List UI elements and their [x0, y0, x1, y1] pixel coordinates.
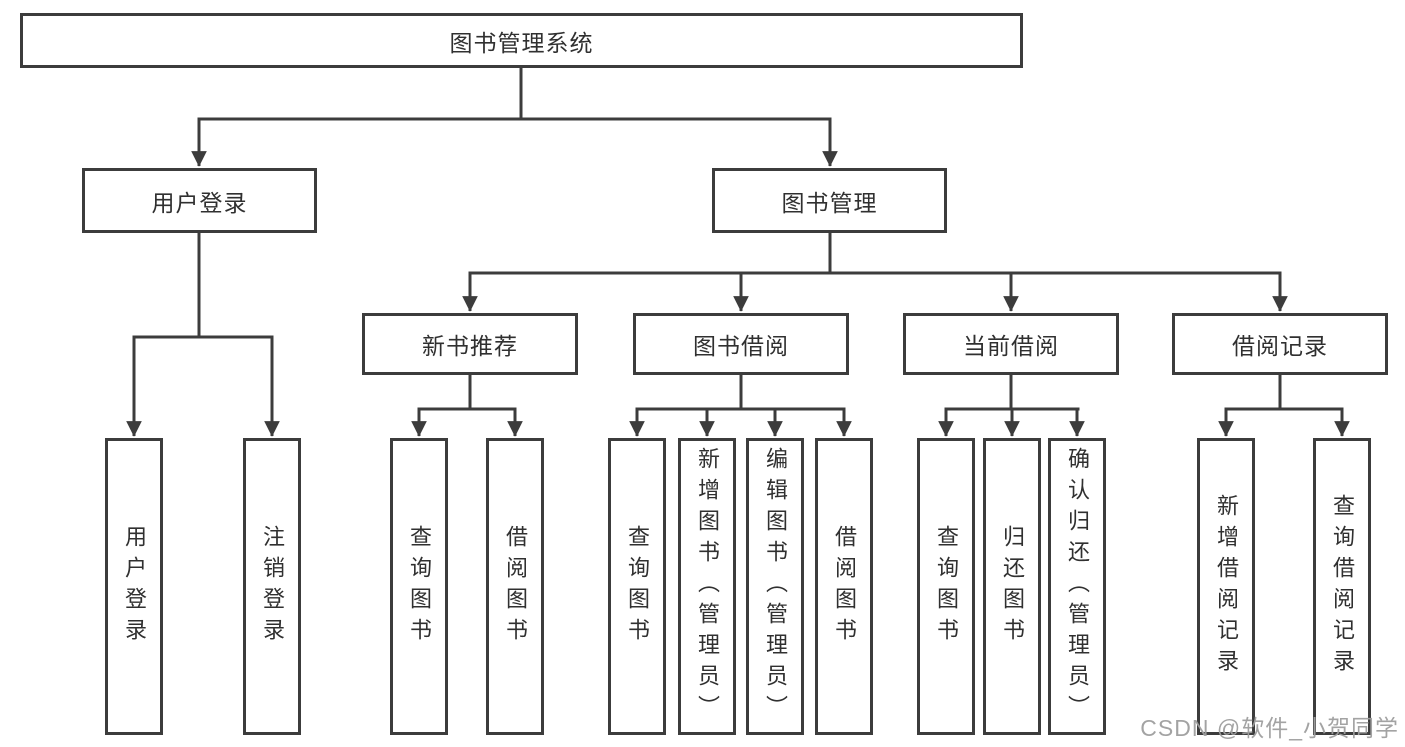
- node-label: 注销登录: [260, 524, 285, 649]
- leaf-add-books-admin: 新增图书（管理员）: [678, 438, 736, 735]
- node-user-login: 用户登录: [82, 168, 317, 233]
- leaf-query-borrow-record: 查询借阅记录: [1313, 438, 1371, 735]
- node-label: 新增借阅记录: [1214, 493, 1239, 680]
- leaf-edit-books-admin: 编辑图书（管理员）: [746, 438, 804, 735]
- node-new-book-recommend: 新书推荐: [362, 313, 578, 375]
- node-label: 图书管理: [781, 189, 878, 216]
- watermark: CSDN @软件_小贺同学: [1140, 715, 1399, 741]
- node-label: 用户登录: [151, 189, 248, 216]
- node-label: 确认归还（管理员）: [1065, 447, 1090, 726]
- node-label: 借阅图书: [832, 524, 857, 649]
- node-book-borrowing: 图书借阅: [633, 313, 849, 375]
- node-borrowing-records: 借阅记录: [1172, 313, 1388, 375]
- leaf-return-books: 归还图书: [983, 438, 1041, 735]
- node-label: 归还图书: [1000, 524, 1025, 649]
- connector-lines: [132, 66, 1344, 411]
- node-label: 编辑图书（管理员）: [763, 447, 788, 726]
- node-label: 查询图书: [407, 524, 432, 649]
- node-label: 图书管理系统: [449, 29, 594, 56]
- leaf-query-books-recommend: 查询图书: [390, 438, 448, 735]
- node-label: 当前借阅: [963, 333, 1059, 359]
- leaf-user-login: 用户登录: [105, 438, 163, 735]
- node-label: 借阅记录: [1232, 333, 1328, 359]
- node-library-system: 图书管理系统: [20, 13, 1023, 68]
- leaf-query-books-current: 查询图书: [917, 438, 975, 735]
- node-label: 用户登录: [122, 524, 147, 649]
- node-label: 新书推荐: [422, 333, 518, 359]
- node-current-borrowing: 当前借阅: [903, 313, 1119, 375]
- leaf-borrow-books-recommend: 借阅图书: [486, 438, 544, 735]
- node-label: 新增图书（管理员）: [695, 447, 720, 726]
- leaf-query-books-borrowing: 查询图书: [608, 438, 666, 735]
- node-label: 借阅图书: [503, 524, 528, 649]
- leaf-logout: 注销登录: [243, 438, 301, 735]
- leaf-add-borrow-record: 新增借阅记录: [1197, 438, 1255, 735]
- node-label: 查询图书: [625, 524, 650, 649]
- node-label: 查询图书: [934, 524, 959, 649]
- leaf-confirm-return-admin: 确认归还（管理员）: [1048, 438, 1106, 735]
- leaf-borrow-books: 借阅图书: [815, 438, 873, 735]
- node-label: 图书借阅: [693, 333, 789, 359]
- node-label: 查询借阅记录: [1330, 493, 1355, 680]
- node-book-management: 图书管理: [712, 168, 947, 233]
